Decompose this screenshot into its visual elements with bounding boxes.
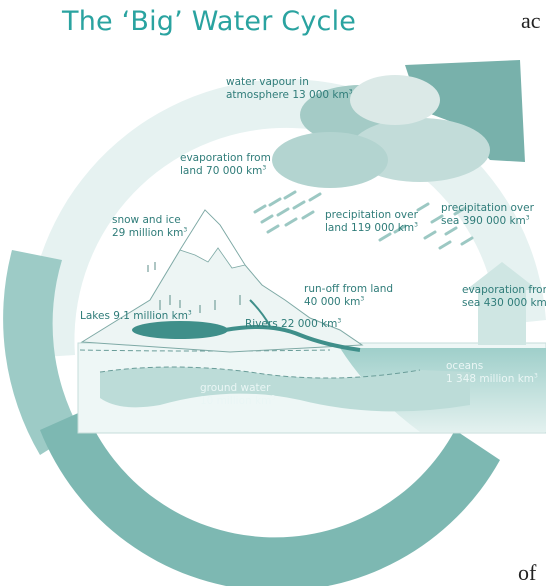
mountain-snow [179, 209, 246, 269]
label-rivers: Rivers 22 000 km3 [245, 317, 342, 330]
label-evaporation-sea: evaporation from sea 430 000 km3 [462, 284, 546, 309]
river [224, 325, 361, 352]
trees [147, 262, 241, 313]
label-lakes: Lakes 9.1 million km3 [80, 309, 192, 322]
label-precipitation-land: precipitation over land 119 000 km3 [325, 209, 418, 234]
rain-cloud [272, 60, 525, 188]
lake [132, 321, 228, 339]
page-title: The ‘Big’ Water Cycle [62, 6, 357, 37]
evaporation-arrow [466, 262, 538, 345]
label-oceans: oceans 1 348 million km3 [446, 360, 538, 385]
cycle-ring-left [3, 250, 81, 455]
label-snow-ice: snow and ice 29 million km3 [112, 214, 188, 239]
label-water-vapour: water vapour in atmosphere 13 000 km3 [226, 76, 353, 101]
label-evaporation-land: evaporation from land 70 000 km3 [180, 152, 271, 177]
edge-text-top: ac [521, 8, 541, 33]
water-table-line [99, 366, 421, 379]
ground-water-band [100, 367, 470, 412]
ground-line [79, 349, 331, 352]
cycle-ring-lower [40, 410, 500, 586]
river-branch [249, 299, 271, 327]
label-ground-water: ground water 10 million km3 [200, 382, 276, 407]
label-precipitation-sea: precipitation over sea 390 000 km3 [441, 202, 534, 227]
label-runoff: run-off from land 40 000 km3 [304, 283, 394, 308]
rain-over-land [253, 190, 407, 242]
edge-text-bottom: of [518, 560, 537, 585]
rain-over-sea [416, 202, 474, 250]
